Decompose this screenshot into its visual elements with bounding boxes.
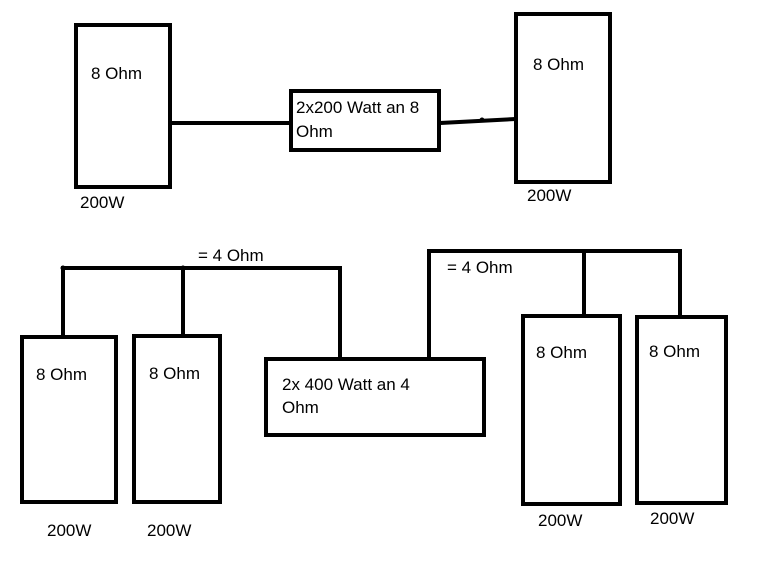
speaker-impedance-label: 8 Ohm [536, 343, 587, 362]
combined-impedance-right: = 4 Ohm [447, 258, 513, 277]
speaker-box-bottom-right-1 [521, 314, 622, 506]
speaker-impedance-label: 8 Ohm [91, 64, 142, 83]
wire-top-right [437, 116, 519, 126]
amplifier-spec-line1: 2x200 Watt an 8 [296, 98, 419, 117]
wire-junction-dot [60, 265, 66, 271]
speaker-impedance-label: 8 Ohm [649, 342, 700, 361]
speaker-power-label: 200W [650, 509, 694, 528]
speaker-power-label: 200W [527, 186, 571, 205]
amplifier-spec-line2: Ohm [296, 122, 333, 141]
speaker-box-bottom-right-2 [635, 315, 728, 505]
speaker-power-label: 200W [147, 521, 191, 540]
bottom-system: = 4 Ohm = 4 Ohm 8 Ohm 200W 8 Ohm 200W 2x… [20, 246, 728, 540]
speaker-power-label: 200W [80, 193, 124, 212]
speaker-box-bottom-left-2 [132, 334, 222, 504]
speaker-impedance-label: 8 Ohm [149, 364, 200, 383]
top-system: 8 Ohm 200W 2x200 Watt an 8 Ohm 8 Ohm 200… [74, 12, 612, 212]
amplifier-box-top [289, 89, 441, 152]
wire-junction-dot [479, 117, 485, 123]
amplifier-spec-line2: Ohm [282, 398, 319, 417]
speaker-box-top-left [74, 23, 172, 189]
speaker-power-label: 200W [538, 511, 582, 530]
amplifier-box-bottom [264, 357, 486, 437]
wire-junction-dot [180, 265, 186, 271]
amplifier-spec-line1: 2x 400 Watt an 4 [282, 375, 410, 394]
speaker-impedance-label: 8 Ohm [36, 365, 87, 384]
speaker-impedance-label: 8 Ohm [533, 55, 584, 74]
speaker-box-top-right [514, 12, 612, 184]
speaker-box-bottom-left-1 [20, 335, 118, 504]
combined-impedance-left: = 4 Ohm [198, 246, 264, 265]
speaker-power-label: 200W [47, 521, 91, 540]
